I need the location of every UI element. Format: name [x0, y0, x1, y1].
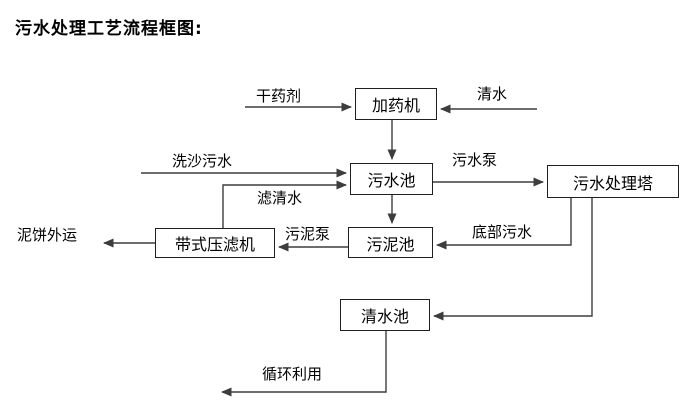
node-sewage-pool-label: 污水池	[367, 171, 416, 190]
node-dosing-machine: 加药机	[355, 88, 437, 120]
node-belt-filter-press-label: 带式压滤机	[174, 235, 255, 254]
edge-label-bottom-sewage: 底部污水	[472, 223, 533, 241]
node-belt-filter-press: 带式压滤机	[155, 228, 275, 258]
node-dosing-machine-label: 加药机	[371, 96, 420, 115]
edge-label-sludge-pump: 污泥泵	[285, 225, 331, 243]
node-sewage-pool: 污水池	[350, 163, 433, 195]
node-treatment-tower: 污水处理塔	[547, 165, 679, 198]
node-treatment-tower-label: 污水处理塔	[572, 173, 653, 193]
edge-label-dry-agent: 干药剂	[256, 87, 302, 105]
node-clean-water-pool: 清水池	[340, 299, 430, 331]
edge-label-mud-cake-out: 泥饼外运	[17, 226, 78, 244]
node-sludge-pool: 污泥池	[348, 227, 433, 258]
diagram-title: 污水处理工艺流程框图:	[15, 19, 203, 39]
edge-label-filtered-water: 滤清水	[257, 189, 303, 207]
edge-label-sewage-pump: 污水泵	[452, 151, 498, 169]
edge-label-clean-water: 清水	[477, 85, 508, 103]
edge-label-sand-wash-sewage: 洗沙污水	[172, 152, 233, 170]
edge-label-recycle: 循环利用	[262, 365, 323, 383]
node-clean-water-pool-label: 清水池	[360, 307, 409, 326]
node-sludge-pool-label: 污泥池	[366, 234, 415, 254]
